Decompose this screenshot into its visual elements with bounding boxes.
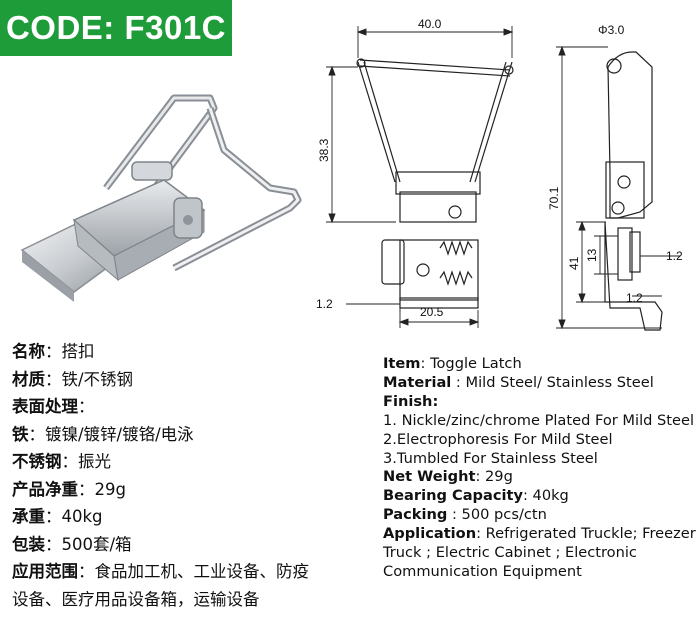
dim-width-top: 40.0 <box>418 17 442 31</box>
cn-spec-row: 表面处理： <box>12 397 95 416</box>
en-item: Item: Toggle Latch <box>383 355 522 372</box>
cn-spec-row: 包装：500套/箱 <box>12 534 132 554</box>
en-material: Material : Mild Steel/ Stainless Steel <box>383 373 654 391</box>
cn-spec-row: 应用范围：食品加工机、工业设备、防疫 <box>12 562 309 581</box>
en-finish-2: 2.Electrophoresis For Mild Steel <box>383 430 613 448</box>
dim-side-right-top: 1.2 <box>666 249 683 263</box>
en-bearing-capacity: Bearing Capacity: 40kg <box>383 487 569 505</box>
en-finish-1: 1. Nickle/zinc/chrome Plated For Mild St… <box>383 411 695 429</box>
en-net-weight: Net Weight: 29g <box>383 468 513 486</box>
dim-h13: 13 <box>585 248 599 262</box>
technical-drawing: 40.0 38.3 1.2 20.5 Φ3.0 70.1 41 13 1.2 1… <box>316 17 683 331</box>
dim-height-bail: 38.3 <box>317 138 331 162</box>
dim-base-width: 20.5 <box>420 305 444 319</box>
en-packing: Packing : 500 pcs/ctn <box>383 506 547 524</box>
dim-diameter: Φ3.0 <box>598 23 625 37</box>
dim-total-height: 70.1 <box>547 186 561 210</box>
latch-product-photo <box>20 94 302 302</box>
dim-side-right-bottom: 1.2 <box>626 291 643 305</box>
cn-spec-row: 产品净重：29g <box>12 479 126 499</box>
cn-spec-row: 不锈钢：振光 <box>12 452 111 471</box>
cn-spec-row: 材质：铁/不锈钢 <box>12 369 134 389</box>
dim-h41: 41 <box>567 256 581 270</box>
cn-spec-row: 铁：镀镍/镀锌/镀铬/电泳 <box>12 424 194 444</box>
chinese-specifications: 名称：搭扣 材质：铁/不锈钢 表面处理： 铁：镀镍/镀锌/镀铬/电泳 不锈钢：振… <box>12 338 377 613</box>
en-finish: Finish: <box>383 392 439 410</box>
product-code-badge: CODE: F301C <box>0 0 232 56</box>
cn-spec-row-continued: 设备、医疗用品设备箱，运输设备 <box>12 589 260 609</box>
english-specifications: Item: Toggle Latch Material : Mild Steel… <box>383 355 698 582</box>
en-finish-3: 3.Tumbled For Stainless Steel <box>383 449 598 467</box>
cn-spec-row: 名称：搭扣 <box>12 342 95 361</box>
cn-spec-row: 承重：40kg <box>12 507 103 526</box>
dim-offset-left: 1.2 <box>316 297 333 311</box>
en-application: Application: Refrigerated Truckle; Freez… <box>383 525 696 580</box>
